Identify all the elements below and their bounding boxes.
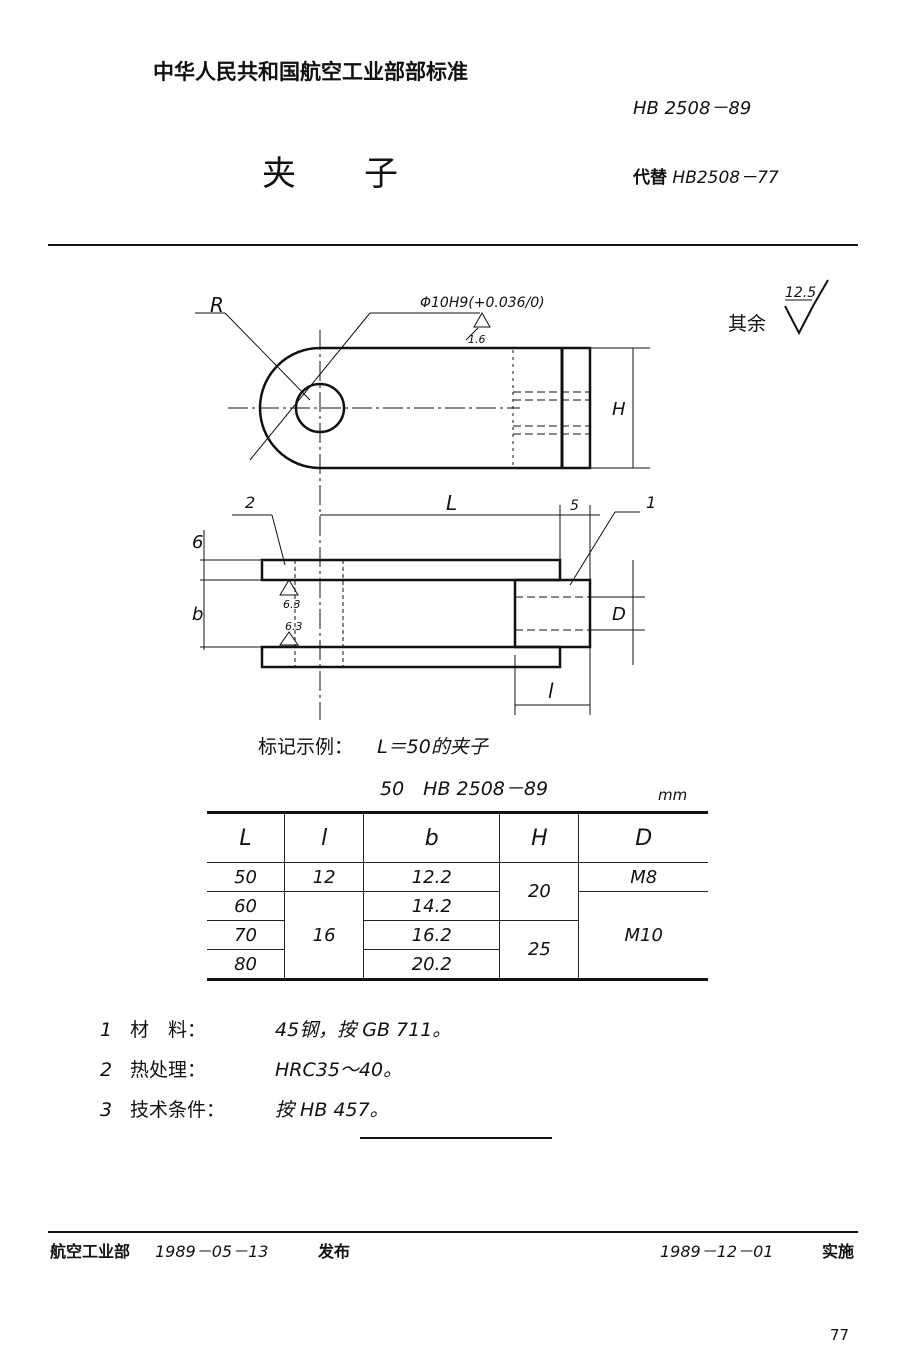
marking-label: 标记示例： (258, 736, 354, 758)
length-label: L (446, 491, 457, 515)
standard-number: HB 2508－89 (633, 98, 752, 119)
cell-L: 50 (207, 862, 286, 892)
org-title: 中华人民共和国航空工业部部标准 (153, 60, 468, 84)
inner-roughness-2: 6.3 (285, 620, 303, 633)
cell-D: M10 (578, 891, 708, 980)
table-row: 50 12 12.2 20 M8 (207, 862, 708, 921)
technical-drawing: R Φ10H9(+0.036/0) 1.6 其余 12.5 H L 5 1 2 … (192, 279, 829, 720)
thread-length-label: l (548, 679, 554, 703)
footer-issuer: 航空工业部 (50, 1242, 131, 1261)
table-row: 60 16 14.2 M10 (207, 891, 708, 980)
unit-label: mm (658, 786, 688, 804)
radius-label: R (210, 293, 224, 317)
footer-issue-date: 1989－05－13 (155, 1242, 269, 1261)
footer-rule (48, 1231, 858, 1233)
cell-H: 25 (499, 920, 579, 980)
header-l: l (284, 812, 365, 863)
footer-effective-label: 实施 (822, 1242, 855, 1261)
header-b: b (363, 812, 501, 863)
other-roughness-label: 其余 (728, 313, 766, 335)
header-L: L (207, 812, 286, 863)
replaces-label: 代替 (633, 168, 667, 188)
header-rule (48, 244, 858, 246)
inner-roughness-1: 6.3 (283, 598, 301, 611)
bore-roughness: 1.6 (468, 333, 486, 346)
gap-label: b (192, 604, 203, 625)
marking-code: 50 HB 2508－89 (380, 778, 549, 800)
cell-b: 12.2 (363, 862, 501, 892)
table-row: 70 16.2 25 (207, 920, 708, 980)
table-row: 80 20.2 (207, 949, 708, 980)
thickness-label: 6 (192, 532, 203, 553)
cell-L: 70 (207, 920, 286, 950)
dimension-table: L l b H D 50 12 12.2 20 M8 60 16 14.2 M1… (207, 811, 708, 981)
cell-b: 20.2 (363, 949, 500, 980)
marking-text: L＝50的夹子 (377, 736, 488, 758)
page-number: 77 (830, 1326, 850, 1344)
upper-plate (260, 558, 562, 582)
replaces-number: HB2508－77 (672, 168, 779, 188)
cell-L: 80 (207, 949, 286, 980)
bore-tolerance-label: Φ10H9(+0.036/0) (420, 295, 545, 311)
height-label: H (612, 399, 626, 420)
footer-effective-date: 1989－12－01 (660, 1242, 774, 1261)
thread-label: D (612, 604, 626, 625)
cell-L: 60 (207, 891, 286, 921)
header-D: D (578, 812, 708, 863)
cell-b: 16.2 (363, 920, 501, 950)
cell-H: 20 (499, 862, 580, 921)
cell-b: 14.2 (363, 891, 501, 921)
other-roughness-value: 12.5 (785, 285, 816, 301)
part1-label: 1 (646, 493, 656, 512)
document-title: 夹 子 (262, 154, 398, 194)
cell-D: M8 (578, 862, 708, 892)
end-rule (360, 1137, 552, 1139)
cell-l: 12 (284, 862, 365, 892)
header-H: H (499, 812, 580, 863)
top-view-outline (258, 346, 592, 470)
offset-label: 5 (570, 498, 579, 514)
part2-label: 2 (245, 493, 255, 512)
cell-l: 16 (284, 891, 365, 980)
footer-issue-label: 发布 (318, 1242, 351, 1261)
threaded-block (513, 578, 592, 649)
